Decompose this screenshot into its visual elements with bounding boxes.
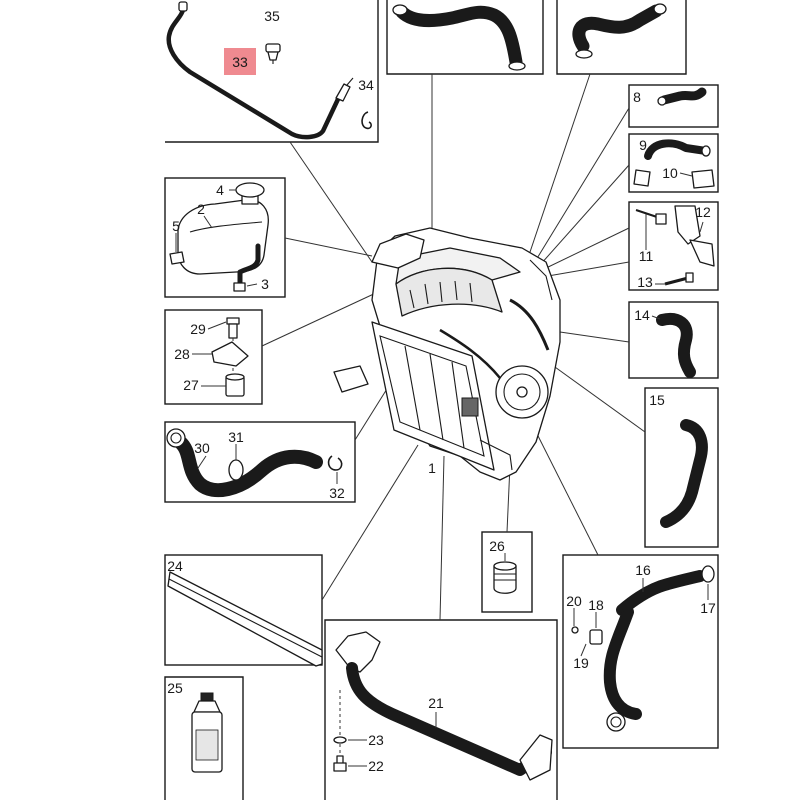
hose-inner — [657, 314, 695, 377]
upper-hose-a — [392, 4, 526, 71]
engine-assembly — [333, 227, 561, 481]
callout-14[interactable]: 14 — [634, 307, 650, 323]
part-25-coolant-bottle — [191, 692, 223, 773]
part-31-clamp — [228, 444, 244, 481]
part-19-oring — [580, 643, 587, 657]
box-part-24 — [164, 554, 323, 666]
callout-31[interactable]: 31 — [228, 429, 244, 445]
part-14-hose — [651, 313, 696, 378]
box-part-16-20 — [562, 554, 719, 749]
box-part-27-29 — [164, 309, 263, 405]
callout-labels: 35 33 34 8 9 10 4 2 5 3 12 11 13 29 28 2… — [167, 8, 716, 774]
part-8-hose — [657, 87, 707, 106]
callout-1[interactable]: 1 — [428, 460, 436, 476]
callout-11[interactable]: 11 — [639, 248, 654, 264]
callout-30[interactable]: 30 — [194, 440, 210, 456]
callout-15[interactable]: 15 — [649, 392, 665, 408]
callout-20[interactable]: 20 — [566, 593, 582, 609]
box-part-8 — [628, 84, 719, 128]
callout-13[interactable]: 13 — [637, 274, 653, 290]
callout-32[interactable]: 32 — [329, 485, 345, 501]
box-upper-hose-b — [556, 0, 687, 75]
callout-17[interactable]: 17 — [700, 600, 716, 616]
callout-21[interactable]: 21 — [428, 695, 444, 711]
hose-inner — [347, 663, 551, 775]
callout-22[interactable]: 22 — [368, 758, 384, 774]
part-28-bracket — [192, 341, 249, 367]
hose-inner — [239, 245, 259, 285]
part-9-hose — [633, 139, 711, 187]
hose-inner — [661, 89, 705, 103]
callout-12[interactable]: 12 — [695, 204, 711, 220]
part-23-washer — [333, 690, 367, 758]
box-part-25 — [164, 676, 244, 800]
box-part-21-23 — [324, 619, 558, 800]
callout-27[interactable]: 27 — [183, 377, 199, 393]
callout-16[interactable]: 16 — [635, 562, 651, 578]
callout-35[interactable]: 35 — [264, 8, 280, 24]
callout-5[interactable]: 5 — [172, 218, 180, 234]
hose-inner — [174, 436, 322, 496]
callout-8[interactable]: 8 — [633, 89, 641, 105]
callout-29[interactable]: 29 — [190, 321, 206, 337]
part-13-bolt — [655, 272, 694, 286]
part-boxes — [164, 0, 719, 800]
callout-10[interactable]: 10 — [662, 165, 678, 181]
part-11-sensor — [635, 209, 667, 250]
part-21-crossmember — [335, 631, 553, 781]
box-part-15 — [644, 387, 719, 548]
hose-inner — [645, 140, 709, 159]
part-16-hose — [603, 570, 706, 732]
part-3-pipe — [233, 243, 261, 292]
box-coolant-pipe — [165, 0, 379, 143]
callout-4[interactable]: 4 — [216, 182, 224, 198]
callout-26[interactable]: 26 — [489, 538, 505, 554]
part-17-clamp — [701, 565, 715, 600]
callout-34[interactable]: 34 — [358, 77, 374, 93]
part-12-bracket — [674, 205, 715, 267]
box-upper-hose-a — [386, 0, 544, 75]
callout-18[interactable]: 18 — [588, 597, 604, 613]
box-part-9-10 — [628, 133, 719, 193]
hose-inner — [397, 7, 521, 67]
box-part-14 — [628, 301, 719, 379]
part-4-cap — [229, 182, 265, 198]
callout-25[interactable]: 25 — [167, 680, 183, 696]
hose-inner — [605, 607, 641, 719]
part-22-bolt — [333, 755, 367, 772]
box-expansion-tank — [164, 177, 286, 298]
selected-callout-highlight — [224, 48, 256, 75]
part-5-sensor — [169, 233, 185, 265]
box-part-11-13 — [628, 201, 719, 291]
callout-9[interactable]: 9 — [639, 137, 647, 153]
callout-28[interactable]: 28 — [174, 346, 190, 362]
hose-inner — [661, 420, 707, 527]
callout-3[interactable]: 3 — [261, 276, 269, 292]
part-18-fitting — [589, 612, 603, 645]
hose-inner — [168, 9, 340, 138]
part-20-washer — [571, 608, 579, 634]
part-15-hose — [660, 419, 708, 528]
part-32-clip — [327, 455, 343, 484]
hose-inner — [617, 571, 705, 615]
callout-19[interactable]: 19 — [573, 655, 589, 671]
part-35-fitting — [265, 43, 281, 64]
part-27-rubber-mount — [201, 373, 245, 397]
callout-2[interactable]: 2 — [197, 201, 205, 217]
callout-33[interactable]: 33 — [232, 54, 248, 70]
callout-24[interactable]: 24 — [167, 558, 183, 574]
part-10-clamp — [679, 169, 715, 189]
upper-hose-b — [572, 3, 667, 59]
part-30-hose — [166, 428, 323, 498]
callout-23[interactable]: 23 — [368, 732, 384, 748]
hose-inner — [574, 6, 661, 51]
part-24-seal-strip — [167, 571, 323, 667]
part-34-clip — [361, 111, 372, 130]
part-26-plug — [493, 553, 517, 594]
box-part-30-32 — [164, 421, 356, 503]
leader-lines — [261, 73, 646, 621]
part-33-coolant-pipe — [166, 1, 354, 140]
